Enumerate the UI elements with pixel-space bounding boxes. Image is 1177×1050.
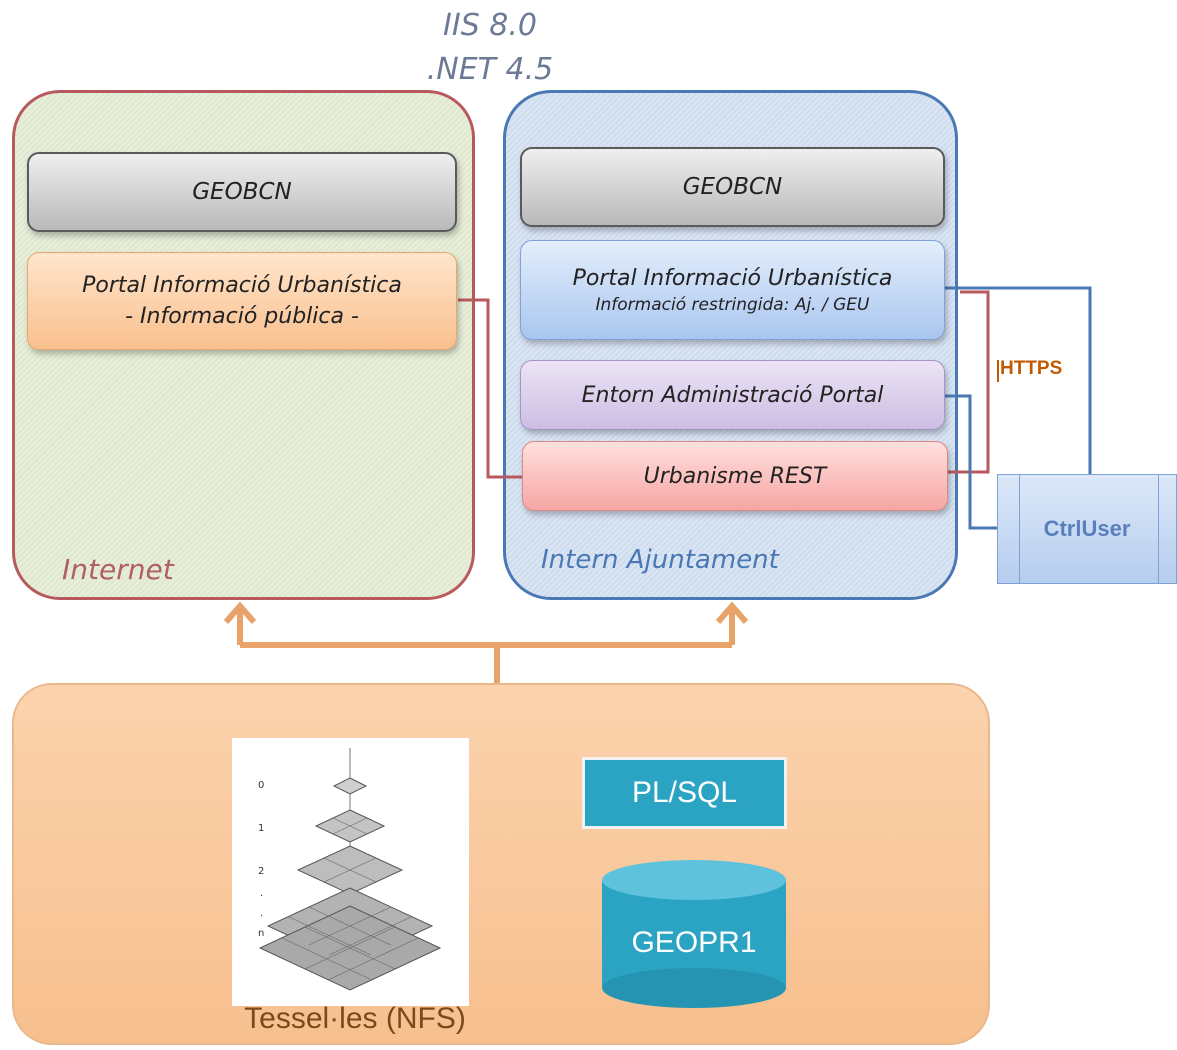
admin-environment-box: Entorn Administració Portal — [520, 360, 945, 430]
https-label: HTTPS — [1000, 358, 1063, 379]
urbanisme-rest-box: Urbanisme REST — [522, 441, 948, 511]
intern-geobcn-box: GEOBCN — [520, 147, 945, 227]
ctrluser-right-bar — [1158, 475, 1159, 583]
tile-level-dot-b: . — [260, 908, 263, 919]
iis-version-label: IIS 8.0 — [443, 8, 537, 43]
internet-geobcn-label: GEOBCN — [192, 179, 292, 205]
tile-level-1: 1 — [258, 823, 264, 834]
geopr1-database-icon: GEOPR1 — [602, 860, 786, 1008]
tile-level-n: n — [258, 928, 264, 939]
urbanisme-rest-label: Urbanisme REST — [643, 463, 827, 489]
restricted-portal-box: Portal Informació Urbanística Informació… — [520, 240, 945, 340]
ctrluser-box: CtrlUser — [997, 474, 1177, 584]
rest-https-line — [948, 290, 990, 474]
tiles-label: Tessel·les (NFS) — [244, 1002, 466, 1035]
intern-geobcn-label: GEOBCN — [682, 174, 783, 200]
tile-level-2: 2 — [258, 866, 264, 877]
data-layer-zone — [12, 683, 990, 1045]
admin-ctrluser-line — [945, 394, 997, 530]
plsql-box: PL/SQL — [582, 757, 787, 829]
dotnet-version-label: .NET 4.5 — [426, 52, 554, 87]
public-portal-box: Portal Informació Urbanística - Informac… — [27, 252, 457, 350]
tile-level-0: 0 — [258, 780, 264, 791]
public-portal-title: Portal Informació Urbanística — [82, 273, 402, 298]
ctrluser-label: CtrlUser — [1043, 516, 1131, 541]
geopr1-label: GEOPR1 — [631, 926, 756, 959]
tile-pyramid-image: 0 1 2 . . n — [232, 738, 469, 1006]
internet-geobcn-box: GEOBCN — [27, 152, 457, 232]
restricted-portal-ctrluser-line — [945, 286, 1092, 474]
internet-zone-label: Internet — [62, 553, 174, 586]
plsql-label: PL/SQL — [631, 776, 738, 809]
public-portal-subtitle: - Informació pública - — [125, 304, 359, 329]
restricted-portal-title: Portal Informació Urbanística — [572, 265, 893, 291]
ctrluser-left-bar — [1019, 475, 1020, 583]
public-portal-to-rest-line — [458, 298, 522, 479]
intern-zone-label: Intern Ajuntament — [541, 545, 779, 575]
restricted-portal-subtitle: Informació restringida: Aj. / GEU — [595, 294, 870, 315]
data-to-zones-arrows — [223, 601, 749, 683]
tile-pyramid-illustration: 0 1 2 . . n — [258, 748, 442, 991]
tile-level-dot-a: . — [260, 888, 263, 899]
admin-environment-label: Entorn Administració Portal — [581, 382, 884, 408]
